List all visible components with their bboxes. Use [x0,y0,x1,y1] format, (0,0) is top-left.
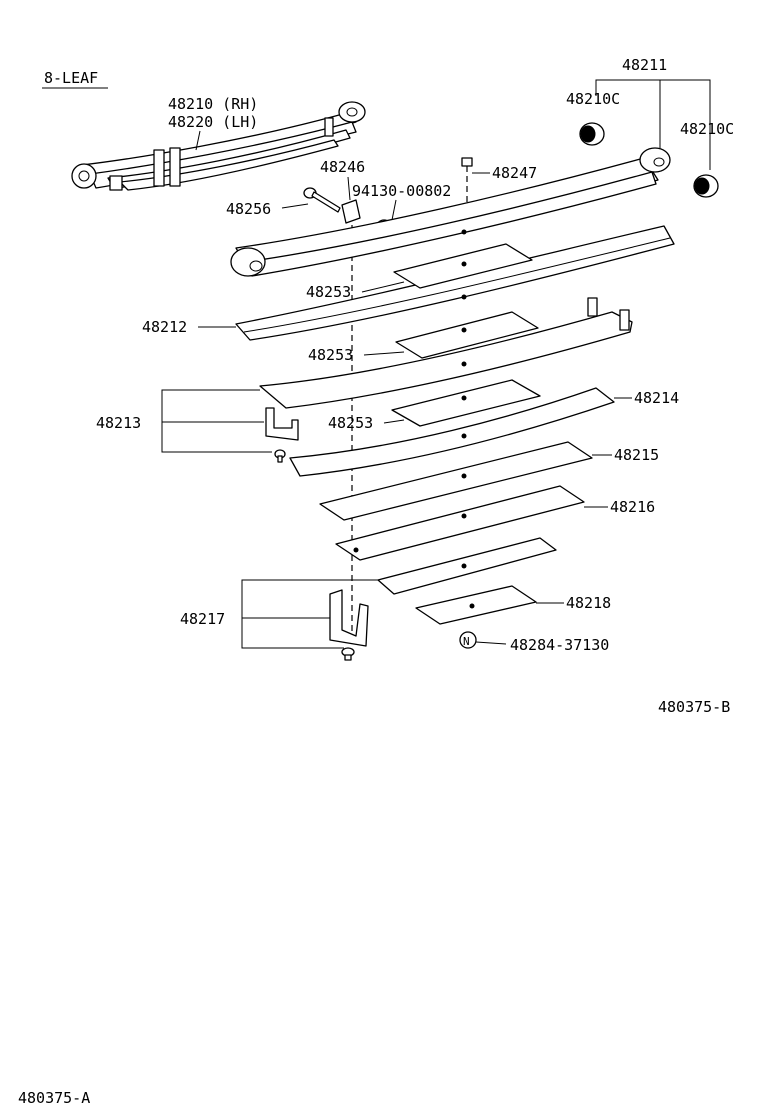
leaf-main-48211 [230,147,671,277]
pin-48246 [341,199,361,224]
label-assembly-lh: 48220 (LH) [168,113,258,131]
label-48284: 48284-37130 [510,636,609,654]
bolt-48256 [303,187,341,213]
spacer-48253-b [395,311,539,359]
spacer-48253-c [391,379,541,427]
leaf-48212 [235,225,675,341]
bushing-left [579,122,605,146]
label-48256: 48256 [226,200,271,218]
label-48212: 48212 [142,318,187,336]
leaf-48213 [259,297,633,409]
figure-id-a: 480375-A [18,1089,90,1107]
label-48213: 48213 [96,414,141,432]
label-48218: 48218 [566,594,611,612]
label-48253-c: 48253 [328,414,373,432]
label-48215: 48215 [614,446,659,464]
label-48217: 48217 [180,610,225,628]
rivet-48213 [274,449,286,463]
label-48247: 48247 [492,164,537,182]
spacer-48253-a [393,243,533,289]
label-48253-b: 48253 [308,346,353,364]
variant-label: 8-LEAF [44,69,98,87]
label-48253-a: 48253 [306,283,351,301]
label-48216: 48216 [610,498,655,516]
clip-48213 [265,407,299,441]
figure-id-b: 480375-B [658,698,730,716]
leaf-48218 [415,585,537,625]
nonreusable-mark-b: N [459,631,477,649]
label-48214: 48214 [634,389,679,407]
leaf-7 [377,537,557,595]
leaf-48216 [335,485,585,561]
clip-48217 [329,589,369,647]
label-assembly-rh: 48210 (RH) [168,95,258,113]
label-48211: 48211 [622,56,667,74]
label-48210c-right: 48210C [680,120,734,138]
svg-text:N: N [463,635,470,648]
bushing-right [693,174,719,198]
label-94130: 94130-00802 [352,182,451,200]
label-48210c-left: 48210C [566,90,620,108]
leaf-48215 [319,441,593,521]
rivet-48217 [341,647,355,661]
label-48246: 48246 [320,158,365,176]
spring-assembly-drawing [71,101,366,191]
leaf-48214 [289,387,615,477]
